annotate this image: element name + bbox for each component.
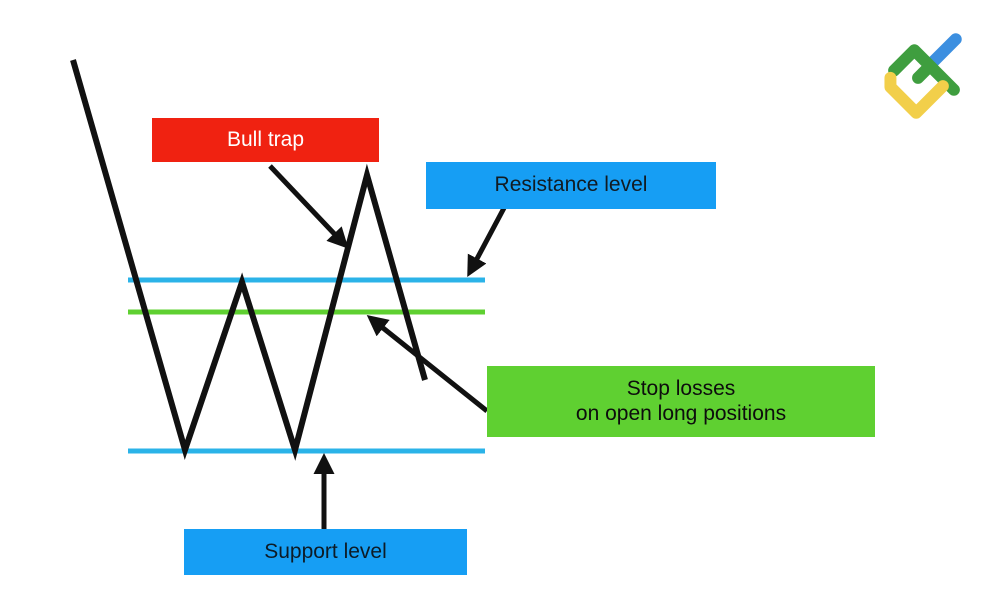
resistance-arrow bbox=[467, 206, 507, 278]
bull-trap-label: Bull trap bbox=[152, 118, 379, 162]
price-line bbox=[70, 59, 428, 461]
support-level-label: Support level bbox=[184, 529, 467, 575]
stop-losses-label: Stop losses on open long positions bbox=[487, 366, 875, 437]
stop-losses-label-text: Stop losses on open long positions bbox=[575, 376, 787, 425]
litefinance-logo bbox=[884, 33, 962, 119]
resistance-level-label-text: Resistance level bbox=[494, 173, 648, 197]
stop-loss-arrow bbox=[366, 315, 489, 413]
annotation-arrows bbox=[268, 164, 507, 532]
resistance-level-label: Resistance level bbox=[426, 162, 716, 209]
bull-trap-arrow bbox=[268, 164, 349, 249]
bull-trap-label-text: Bull trap bbox=[226, 127, 305, 151]
support-level-label-text: Support level bbox=[264, 539, 387, 563]
